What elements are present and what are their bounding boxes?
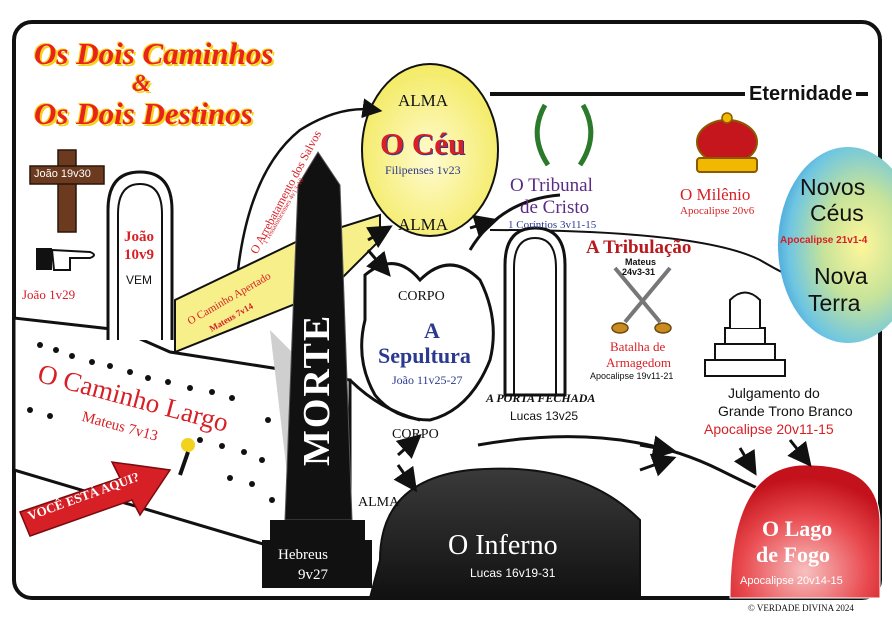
soul-bottom-label: ALMA (358, 495, 400, 510)
new-earth-label-a: Nova (814, 263, 868, 289)
flow-line (348, 378, 421, 422)
grave-label-a: A (424, 318, 440, 343)
direction-arrows (365, 214, 812, 493)
crossed-swords-icon (611, 266, 672, 334)
new-heavens-label-b: Céus (810, 200, 864, 226)
millennium-ref: Apocalipse 20v6 (680, 205, 755, 217)
tribunal-ref: 1 Coríntios 3v11-15 (508, 219, 597, 231)
judgment-label-a: Julgamento do (728, 385, 820, 401)
judgment-label-b: Grande Trono Branco (718, 403, 853, 419)
rapture-arc (236, 98, 383, 271)
title-ampersand: & (132, 71, 151, 97)
copyright: © VERDADE DIVINA 2024 (748, 603, 854, 613)
grave-label-b: Sepultura (378, 343, 471, 368)
armageddon-ref: Apocalipse 19v11-21 (590, 371, 674, 381)
soul-mid-label: ALMA (398, 215, 449, 234)
door-ref-a: João (124, 229, 154, 245)
tribulation-ref-b: 24v3-31 (622, 267, 656, 277)
heaven-label: O Céu (380, 126, 466, 161)
judgment-ref: Apocalipse 20v11-15 (704, 421, 834, 437)
new-earth-label-b: Terra (808, 290, 861, 316)
obelisk-ref-a: Hebreus (278, 547, 328, 563)
armageddon-label-b: Armagedom (606, 355, 671, 370)
soul-top-label: ALMA (398, 91, 449, 110)
body-top-label: CORPO (398, 289, 445, 304)
new-heavens-label-a: Novos (800, 174, 866, 200)
obelisk-ref-b: 9v27 (298, 567, 328, 583)
closed-door-arch (503, 226, 567, 397)
eternity-label: Eternidade (745, 84, 857, 104)
hell-label: O Inferno (448, 530, 558, 561)
door-arch (106, 170, 174, 340)
tribunal-label-b: de Cristo (520, 197, 590, 218)
armageddon-label-a: Batalha de (610, 339, 666, 354)
title-line-2: Os Dois Destinos (34, 96, 253, 131)
crown-icon (696, 112, 758, 173)
flow-line (468, 193, 561, 251)
grave-ref: João 11v25-27 (392, 373, 463, 387)
pointing-hand-icon (36, 248, 95, 271)
tribunal-label-a: O Tribunal (510, 175, 593, 196)
lake-label-a: O Lago (762, 516, 833, 541)
door-vem: VEM (126, 273, 153, 287)
closed-door-ref: Lucas 13v25 (510, 409, 579, 423)
white-throne-icon (704, 291, 786, 377)
you-are-here-arrow (18, 461, 172, 537)
new-heavens-ref: Apocalipse 21v1-4 (780, 235, 868, 246)
cross-icon (29, 149, 105, 233)
tribulation-label: A Tribulação (586, 237, 692, 258)
millennium-label: O Milênio (680, 185, 751, 204)
laurel-wreath-icon (534, 103, 594, 167)
heaven-ref: Filipenses 1v23 (385, 163, 461, 177)
tribulation-ref-a: Mateus (625, 257, 657, 267)
door-ref-b: 10v9 (124, 247, 154, 263)
lake-label-b: de Fogo (756, 542, 830, 567)
cross-ref: João 19v30 (34, 168, 91, 180)
title-line-1: Os Dois Caminhos (34, 36, 274, 71)
new-heavens-globe (778, 147, 892, 343)
heaven-cloud (361, 63, 499, 237)
closed-door-label: A PORTA FECHADA (486, 391, 596, 405)
death-label: MORTE (296, 313, 338, 466)
walker-figure (178, 438, 195, 476)
hand-ref: João 1v29 (22, 287, 76, 302)
body-bottom-label: CORPO (392, 427, 439, 442)
obelisk (262, 151, 372, 588)
crowd (27, 342, 275, 503)
hell-mound (368, 467, 641, 599)
lake-ref: Apocalipse 20v14-15 (740, 575, 843, 587)
hell-ref: Lucas 16v19-31 (470, 566, 556, 580)
grave-shape (360, 262, 495, 422)
